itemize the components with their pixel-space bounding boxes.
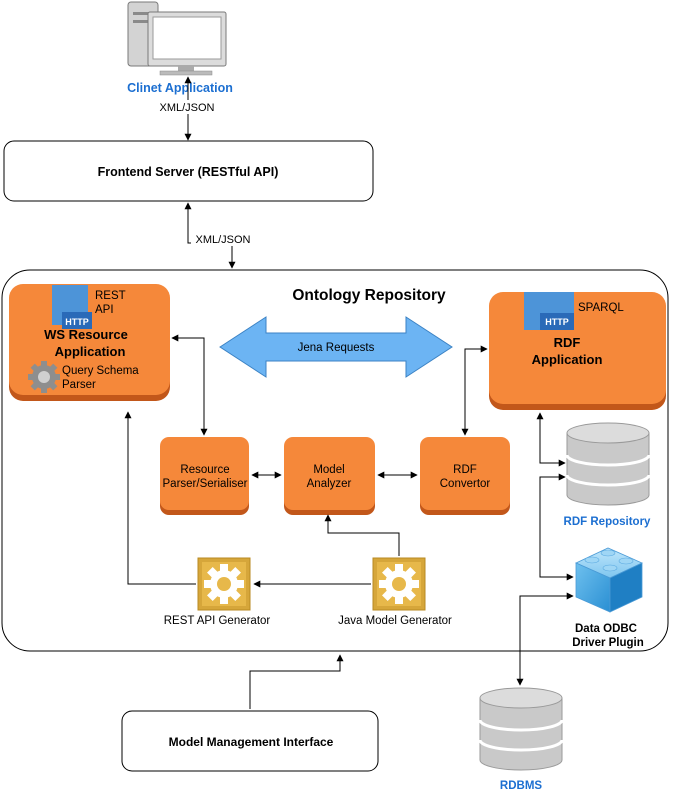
gear-icon bbox=[28, 361, 60, 393]
ws-resource-link bbox=[171, 334, 208, 436]
management-repository-link bbox=[249, 654, 344, 709]
model-analyzer-line1: Model bbox=[313, 464, 344, 476]
ws-resource-title-line2: Application bbox=[55, 344, 126, 359]
rest-generator-ws-link bbox=[124, 411, 196, 585]
rdf-convertor-line2: Convertor bbox=[440, 478, 491, 490]
rdf-application-title-line2: Application bbox=[532, 352, 603, 367]
model-management-interface-label: Model Management Interface bbox=[169, 735, 334, 749]
java-model-generator-label: Java Model Generator bbox=[338, 615, 452, 627]
rdf-application-title-line1: RDF bbox=[554, 335, 581, 350]
sparql-label: SPARQL bbox=[578, 302, 624, 314]
xml-json-label-top: XML/JSON bbox=[159, 102, 214, 114]
repository-odbc-link bbox=[539, 473, 574, 581]
resource-parser-line1: Resource bbox=[180, 464, 229, 476]
query-schema-parser-line2: Parser bbox=[62, 379, 96, 391]
http-icon-rdf bbox=[524, 292, 574, 330]
java-generator-model-link bbox=[324, 514, 400, 556]
rdf-repository-label: RDF Repository bbox=[564, 516, 652, 528]
jena-requests-arrow bbox=[219, 316, 453, 378]
model-management-interface-box[interactable] bbox=[121, 710, 379, 772]
model-analyzer-box[interactable] bbox=[284, 437, 375, 515]
rdf-app-convertor-link bbox=[461, 345, 488, 436]
frontend-server-label: Frontend Server (RESTful API) bbox=[98, 165, 279, 179]
rdbms-label: RDBMS bbox=[500, 780, 542, 791]
http-label-rdf: HTTP bbox=[545, 317, 569, 327]
computer-icon bbox=[127, 1, 227, 76]
rdf-repository-database-icon[interactable] bbox=[565, 421, 651, 507]
ws-resource-title-line1: WS Resource bbox=[44, 327, 128, 342]
odbc-plugin-label-line1: Data ODBC bbox=[575, 623, 637, 635]
rest-api-generator-label: REST API Generator bbox=[164, 615, 271, 627]
client-application-label: Clinet Application bbox=[127, 81, 233, 95]
rest-api-label-line2: API bbox=[95, 304, 114, 316]
resource-parser-line2: Parser/Serialiser bbox=[163, 478, 248, 490]
xml-json-label-bottom: XML/JSON bbox=[195, 234, 250, 246]
odbc-plugin-label-line2: Driver Plugin bbox=[572, 637, 644, 649]
jena-requests-label: Jena Requests bbox=[298, 342, 375, 354]
http-label-ws: HTTP bbox=[65, 317, 89, 327]
odbc-plugin-cube-icon[interactable] bbox=[575, 547, 643, 613]
rdf-convertor-line1: RDF bbox=[453, 464, 477, 476]
rest-api-generator-icon[interactable] bbox=[197, 557, 251, 611]
model-analyzer-line2: Analyzer bbox=[307, 478, 352, 490]
rdf-convertor-box[interactable] bbox=[420, 437, 510, 515]
rest-api-label-line1: REST bbox=[95, 290, 126, 302]
odbc-rdbms-link bbox=[516, 592, 574, 686]
java-model-generator-icon[interactable] bbox=[372, 557, 426, 611]
ontology-repository-title: Ontology Repository bbox=[292, 287, 446, 304]
http-icon-ws bbox=[52, 285, 92, 329]
frontend-server-box[interactable] bbox=[3, 140, 374, 202]
resource-parser-box[interactable] bbox=[160, 437, 249, 515]
rdbms-database-icon[interactable] bbox=[478, 686, 564, 772]
query-schema-parser-line1: Query Schema bbox=[62, 365, 139, 377]
rdf-app-repository-link bbox=[536, 412, 566, 467]
